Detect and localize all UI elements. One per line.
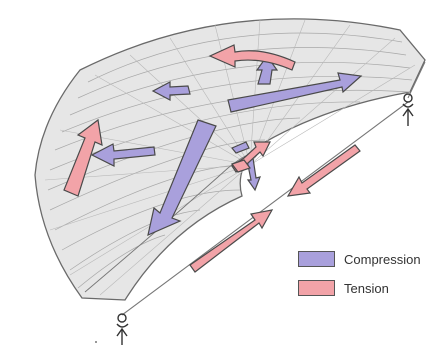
legend-item-tension: Tension <box>298 279 389 297</box>
left-support-icon <box>117 314 128 345</box>
tension-arrow <box>190 210 272 272</box>
compression-label: Compression <box>344 252 421 267</box>
legend-item-compression: Compression <box>298 250 421 268</box>
compression-swatch <box>298 251 335 267</box>
right-support-icon <box>403 94 413 126</box>
tension-swatch <box>298 280 335 296</box>
tension-arrow <box>288 145 360 196</box>
stray-mark <box>95 341 97 343</box>
tension-label: Tension <box>344 281 389 296</box>
